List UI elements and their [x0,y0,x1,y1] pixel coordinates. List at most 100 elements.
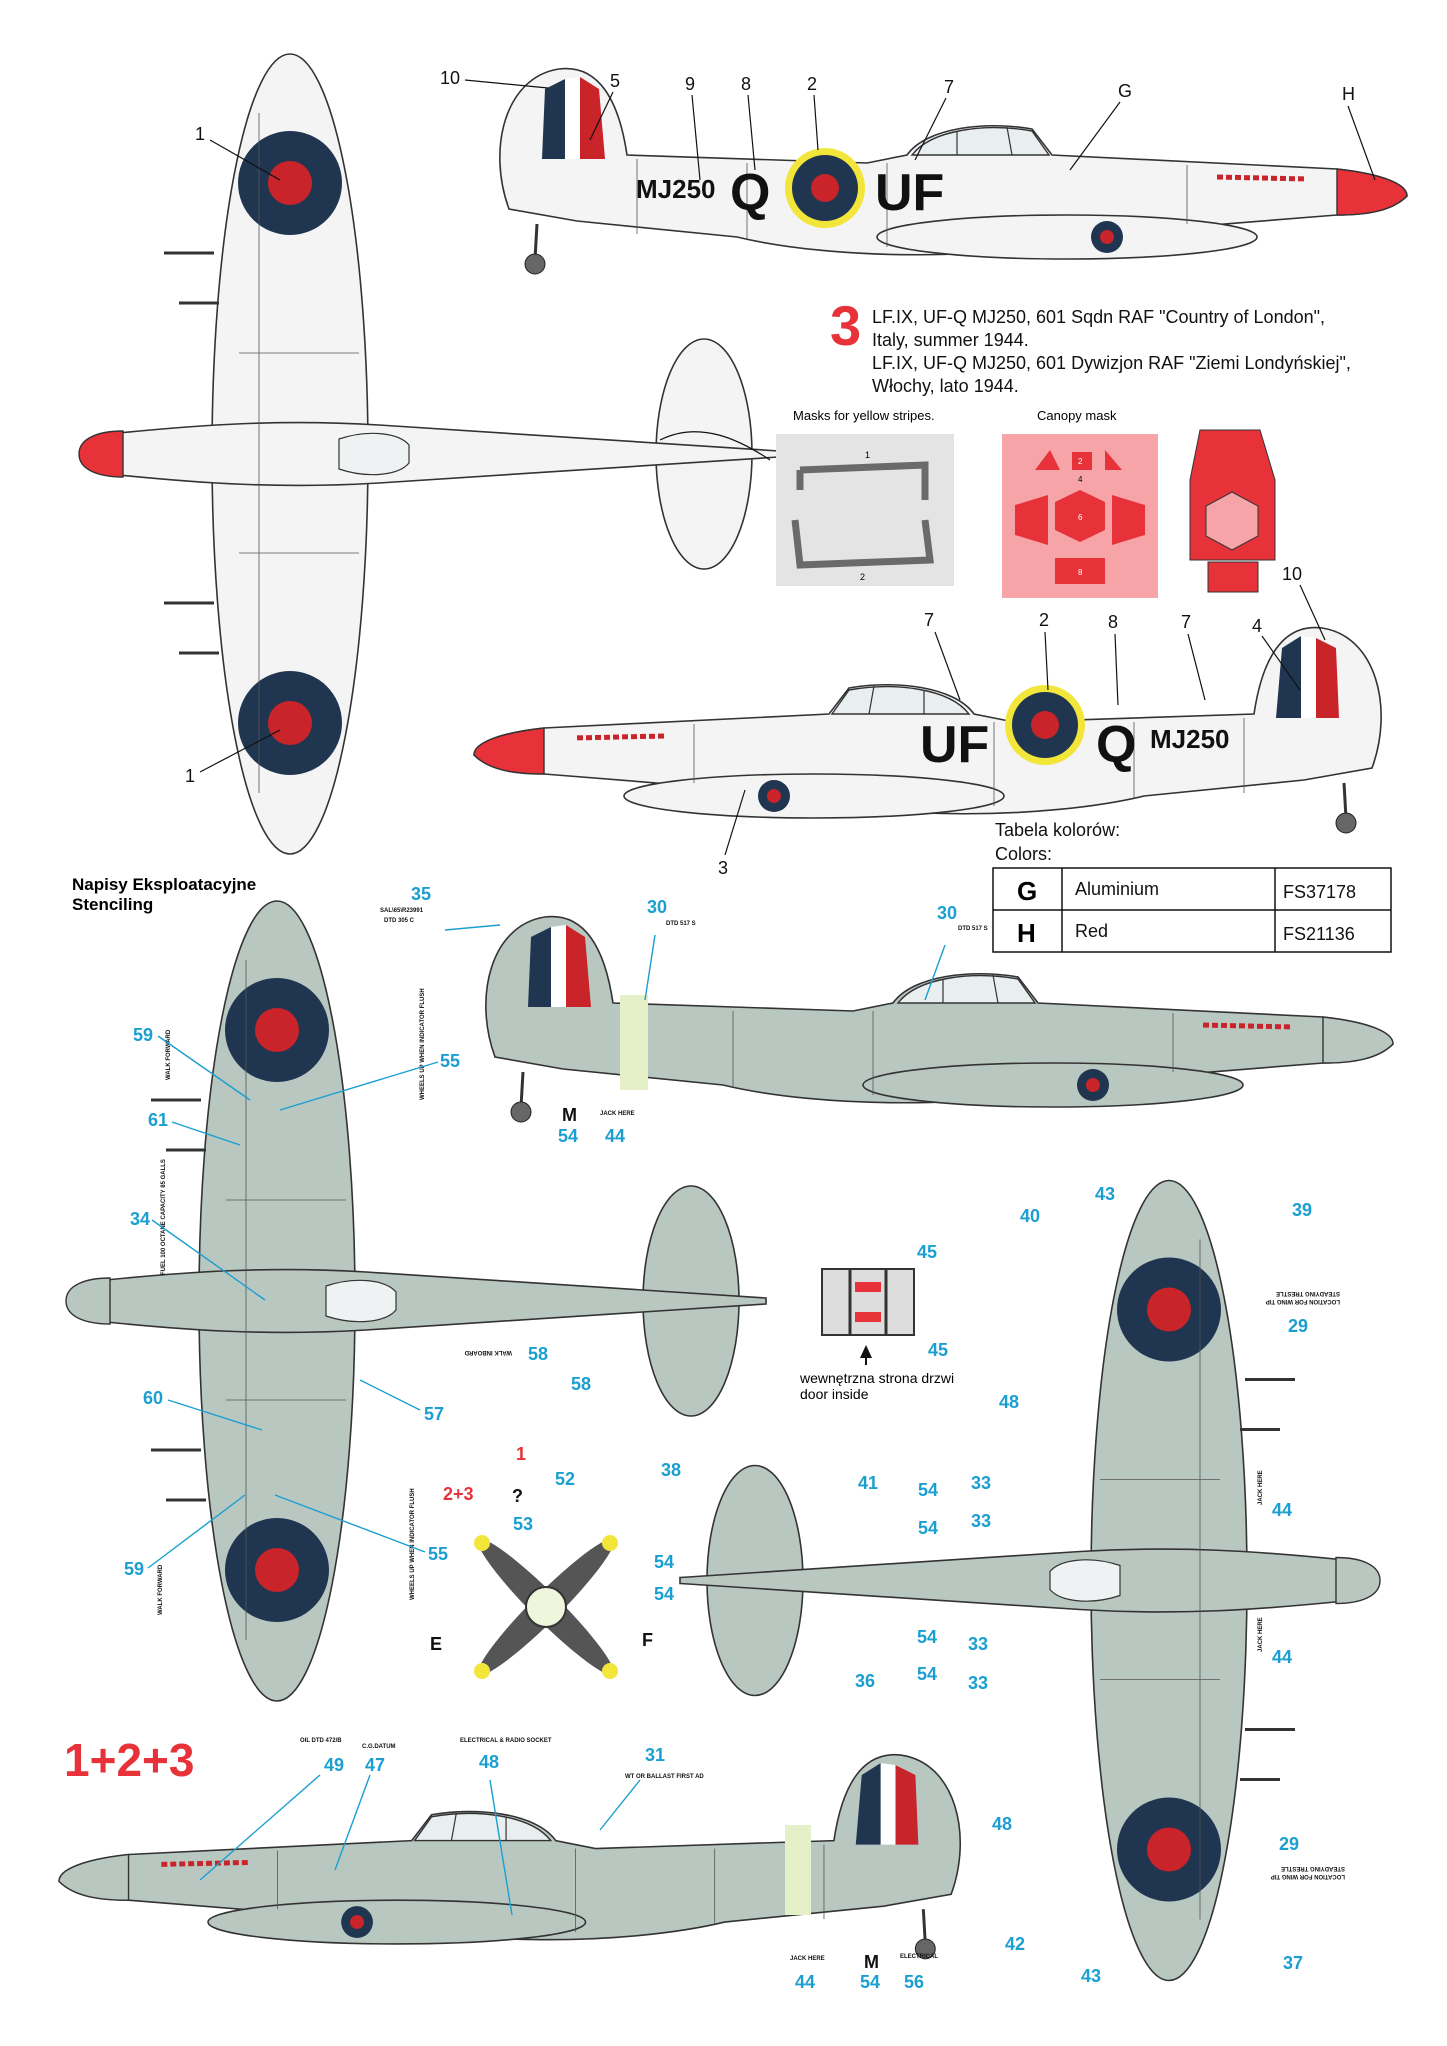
callout-7: 7 [1181,612,1191,632]
squadron-code-marking: UF [875,164,944,222]
callout: 33 [968,1634,988,1654]
callout: 43 [1095,1184,1115,1204]
caption-line: Włochy, lato 1944. [872,376,1019,396]
callout: 61 [148,1110,168,1130]
callout: 45 [917,1242,937,1262]
color-name: Red [1075,921,1108,941]
red-callout: 1 [516,1444,526,1464]
stencil-dtd517: DTD 517 S [666,921,696,927]
callout: 54 [918,1518,938,1538]
stencil-wheels-up: WHEELS UP WHEN INDICATOR FLUSH [410,1488,416,1600]
callout: 59 [124,1559,144,1579]
callout: 44 [605,1126,625,1146]
callout: 54 [918,1480,938,1500]
callout: 37 [1283,1953,1303,1973]
mask-number: 4 [1078,475,1083,484]
stencil-cg-datum: C.G.DATUM [362,1744,396,1750]
stenciling-title-en: Stenciling [72,895,153,914]
callout: 54 [917,1627,937,1647]
stencil-jack: JACK HERE [1258,1617,1264,1652]
door-note: wewnętrzna strona drzwi [799,1370,954,1386]
callout: 40 [1020,1206,1040,1226]
callout: 35 [411,884,431,904]
callout: 41 [858,1473,878,1493]
stencil-dtd517: DTD 517 S [958,926,988,932]
color-callout-F: F [642,1630,653,1650]
schemes-combo-label: 1+2+3 [64,1734,194,1786]
color-fs: FS21136 [1283,924,1355,944]
callout: 34 [130,1209,150,1229]
caption-line: LF.IX, UF-Q MJ250, 601 Sqdn RAF "Country… [872,307,1325,327]
side-view-port-scheme3: UF Q MJ250 [474,628,1381,833]
color-table-title-en: Colors: [995,844,1052,864]
stencil-jack: JACK HERE [1258,1470,1264,1505]
scheme-number: 3 [830,294,861,357]
callout: 48 [479,1752,499,1772]
callout: 33 [971,1473,991,1493]
callout: 33 [968,1673,988,1693]
callout-10: 10 [1282,564,1302,584]
canopy-mask-layout [1189,429,1276,593]
callout-7: 7 [944,77,954,97]
callout-G: G [1118,81,1132,101]
callout: 47 [365,1755,385,1775]
callout: 54 [558,1126,578,1146]
stencil-oil: OIL DTD 472/B [300,1738,342,1744]
callout: 33 [971,1511,991,1531]
color-fs: FS37178 [1283,882,1356,902]
callout: 55 [428,1544,448,1564]
stencil-trestle: STEADYING TRESTLE [1276,1290,1340,1296]
serial-marking-port: MJ250 [1150,724,1230,754]
callout: 43 [1081,1966,1101,1986]
side-view-starboard-scheme3: MJ250 Q UF [500,69,1407,274]
fuselage-roundel [785,148,865,228]
callout: 55 [440,1051,460,1071]
callout-5: 5 [610,71,620,91]
callout: 58 [571,1374,591,1394]
canopy-mask: Canopy mask 2 4 6 8 [1002,408,1158,598]
stencil-walk-forward: WALK FORWARD [166,1029,172,1080]
color-code: G [1017,876,1037,906]
callout: 30 [937,903,957,923]
stencil-fuel: FUEL 100 OCTANE CAPACITY 85 GALLS [161,1159,167,1275]
callout: 54 [917,1664,937,1684]
stencil-sal: SAL\65\R23991 [380,908,424,914]
mask-number: 6 [1078,513,1083,522]
stencil-walk-forward: WALK FORWARD [158,1564,164,1615]
serial-marking: MJ250 [636,174,716,204]
callout: 36 [855,1671,875,1691]
callout-2: 2 [1039,610,1049,630]
stencil-wing-tip: LOCATION FOR WING TIP [1271,1873,1345,1879]
mask-number: 2 [1078,457,1083,466]
callout: 54 [654,1584,674,1604]
callout: 29 [1288,1316,1308,1336]
stencil-texts: WALK FORWARD WALK FORWARD WALK INBOARD W… [158,908,1345,1962]
fuselage-roundel [1005,685,1085,765]
color-callout-E: E [430,1634,442,1654]
callout: 60 [143,1388,163,1408]
callout: M [562,1105,577,1125]
callout: 44 [795,1972,815,1992]
callout: 56 [904,1972,924,1992]
callout-7: 7 [924,610,934,630]
callout: 39 [1292,1200,1312,1220]
callout: 45 [928,1340,948,1360]
caption-line: LF.IX, UF-Q MJ250, 601 Dywizjon RAF "Zie… [872,353,1351,373]
mask-title: Masks for yellow stripes. [793,408,935,423]
mask-number: 8 [1078,568,1083,577]
code-letter-marking-port: Q [1096,716,1136,774]
stencil-wing-tip: LOCATION FOR WING TIP [1266,1298,1340,1304]
stencil-electrical: ELECTRICAL [900,1954,938,1960]
stencil-wheels-up: WHEELS UP WHEN INDICATOR FLUSH [420,988,426,1100]
callout: 53 [513,1514,533,1534]
callout-10: 10 [440,68,460,88]
caption-line: Italy, summer 1944. [872,330,1029,350]
top-callouts: 10 5 9 8 2 7 G H 1 1 [185,68,1376,786]
callout: 58 [528,1344,548,1364]
callout: 29 [1279,1834,1299,1854]
red-callout: 2+3 [443,1484,474,1504]
stencil-jack: JACK HERE [790,1956,825,1962]
mask-title: Canopy mask [1037,408,1117,423]
mask-number: 2 [860,572,865,582]
